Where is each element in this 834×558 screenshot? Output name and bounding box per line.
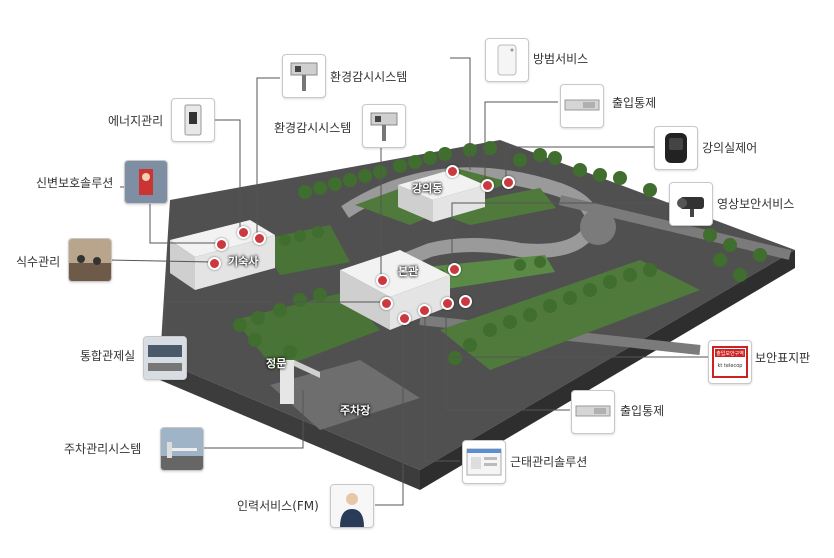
marker-energy[interactable] [237, 226, 250, 239]
label-personal: 신변보호솔루션 [36, 176, 113, 190]
thumb-sign[interactable]: 출입보안구역 kt telecop [708, 340, 752, 384]
marker-attendance[interactable] [418, 304, 431, 317]
thumb-access-bottom[interactable] [571, 390, 615, 434]
parking-gate-photo-icon [161, 428, 203, 470]
thumb-energy[interactable] [171, 98, 215, 142]
sign-line1: 출입보안구역 [716, 350, 744, 357]
worker-photo-icon [331, 485, 373, 527]
marker-lecture-control[interactable] [502, 176, 515, 189]
marker-integrated[interactable] [380, 297, 393, 310]
thumb-video[interactable] [669, 182, 713, 226]
thumb-crime[interactable] [485, 38, 529, 82]
thumb-env-top[interactable] [282, 54, 326, 98]
label-catering: 식수관리 [16, 255, 60, 269]
label-env-mid: 환경감시시스템 [274, 121, 351, 135]
thumb-parking-system[interactable] [160, 427, 204, 471]
marker-personal[interactable] [215, 238, 228, 251]
building-label-parking: 주차장 [340, 402, 370, 418]
label-access-top: 출입통제 [612, 96, 656, 110]
cctv-camera-icon [670, 183, 712, 225]
env-sensor-icon [363, 105, 405, 147]
label-env-top: 환경감시시스템 [330, 70, 407, 84]
label-sign: 보안표지판 [755, 351, 810, 365]
label-video: 영상보안서비스 [717, 197, 794, 211]
sensor-box-icon [486, 39, 528, 81]
remote-device-icon [655, 127, 697, 169]
software-screen-icon [463, 441, 505, 483]
switch-panel-icon [172, 99, 214, 141]
thumb-attendance[interactable] [462, 440, 506, 484]
marker-catering[interactable] [208, 257, 221, 270]
guard-photo-icon [125, 161, 167, 203]
marker-env-top[interactable] [253, 232, 266, 245]
marker-access-bottom[interactable] [441, 297, 454, 310]
roundabout [580, 209, 616, 245]
thumb-lecture-control[interactable] [654, 126, 698, 170]
marker-env-mid[interactable] [376, 274, 389, 287]
thumb-catering[interactable] [68, 238, 112, 282]
card-reader-icon [572, 391, 614, 433]
label-manpower: 인력서비스(FM) [237, 499, 319, 513]
thumb-personal[interactable] [124, 160, 168, 204]
security-sign-icon: 출입보안구역 kt telecop [709, 341, 751, 383]
thumb-access-top[interactable] [560, 84, 604, 128]
marker-manpower[interactable] [398, 312, 411, 325]
building-label-lecture: 강의동 [412, 180, 442, 196]
env-sensor-icon [283, 55, 325, 97]
building-label-gate: 정문 [266, 355, 286, 371]
marker-sign[interactable] [459, 295, 472, 308]
label-attendance: 근태관리솔루션 [510, 455, 587, 469]
marker-crime[interactable] [446, 165, 459, 178]
control-room-photo-icon [144, 337, 186, 379]
thumb-env-mid[interactable] [362, 104, 406, 148]
thumb-manpower[interactable] [330, 484, 374, 528]
marker-access-top[interactable] [481, 179, 494, 192]
cafeteria-photo-icon [69, 239, 111, 281]
marker-video[interactable] [448, 263, 461, 276]
label-lecture-control: 강의실제어 [702, 141, 757, 155]
building-label-main: 본관 [398, 263, 418, 279]
thumb-integrated[interactable] [143, 336, 187, 380]
label-integrated: 통합관제실 [80, 349, 135, 363]
label-access-bottom: 출입통제 [620, 404, 664, 418]
label-crime: 방범서비스 [533, 52, 588, 66]
label-energy: 에너지관리 [108, 114, 163, 128]
sign-line2: kt telecop [718, 363, 743, 369]
building-label-dorm: 기숙사 [228, 253, 258, 269]
label-parking-system: 주차관리시스템 [64, 442, 141, 456]
card-reader-icon [561, 85, 603, 127]
